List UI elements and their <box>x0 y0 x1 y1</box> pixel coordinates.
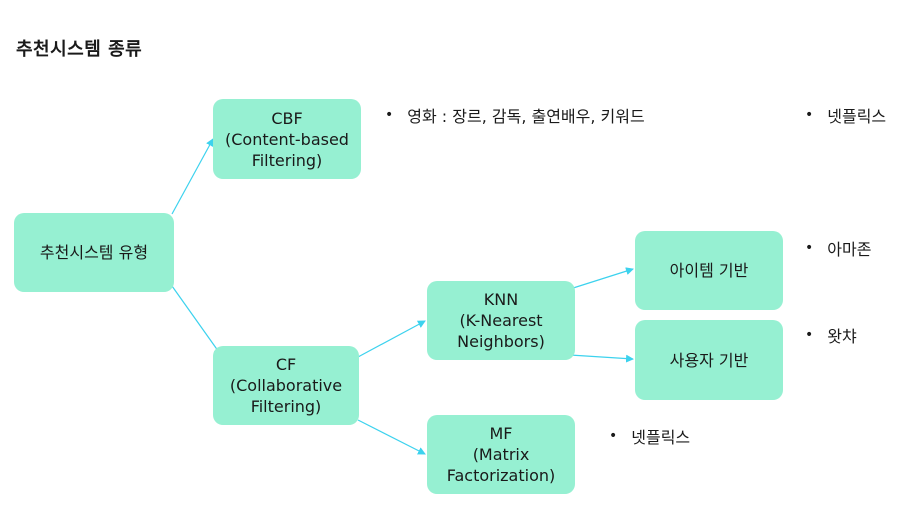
node-user-based-label: 사용자 기반 <box>669 350 749 370</box>
page-title: 추천시스템 종류 <box>16 39 143 60</box>
note-watcha: • 왓챠 <box>805 323 857 347</box>
arrow-knn-to-user <box>569 354 634 363</box>
arrow-cf-to-mf <box>357 419 426 455</box>
node-cf-line2: (Collaborative <box>229 376 343 395</box>
node-mf-line1: MF <box>489 424 513 443</box>
note-netflix-mf-text: 넷플릭스 <box>631 428 691 447</box>
note-amazon-text: 아마존 <box>827 240 872 259</box>
bullet-icon: • <box>385 107 394 123</box>
node-knn: KNN (K-Nearest Neighbors) <box>427 281 575 360</box>
note-watcha-text: 왓챠 <box>827 327 857 346</box>
node-mf: MF (Matrix Factorization) <box>427 415 575 494</box>
node-mf-line3: Factorization) <box>446 466 556 485</box>
node-user-based: 사용자 기반 <box>635 320 783 400</box>
node-cbf-line1: CBF <box>271 108 303 128</box>
note-cbf-description: • 영화 : 장르, 감독, 출연배우, 키워드 <box>385 103 645 127</box>
arrow-root-to-cbf <box>171 138 214 215</box>
node-cbf-line3: Filtering) <box>251 150 323 170</box>
node-cf: CF (Collaborative Filtering) <box>213 346 359 425</box>
note-netflix-mf: • 넷플릭스 <box>609 424 690 448</box>
bullet-icon: • <box>805 240 814 256</box>
node-mf-line2: (Matrix <box>472 445 530 464</box>
note-amazon: • 아마존 <box>805 236 871 260</box>
arrow-cf-to-knn <box>357 320 426 358</box>
node-root-label: 추천시스템 유형 <box>39 243 149 262</box>
node-root: 추천시스템 유형 <box>14 213 174 292</box>
node-cf-line1: CF <box>275 355 297 374</box>
node-item-based: 아이템 기반 <box>635 231 783 310</box>
bullet-icon: • <box>805 327 814 343</box>
node-knn-line1: KNN <box>483 290 519 309</box>
node-item-based-label: 아이템 기반 <box>669 261 749 280</box>
arrow-root-to-cf <box>171 285 222 356</box>
note-netflix-cbf-text: 넷플릭스 <box>827 107 887 126</box>
node-knn-line3: Neighbors) <box>457 332 545 351</box>
note-netflix-cbf: • 넷플릭스 <box>805 103 886 127</box>
bullet-icon: • <box>805 107 814 123</box>
note-cbf-description-text: 영화 : 장르, 감독, 출연배우, 키워드 <box>407 107 645 126</box>
bullet-icon: • <box>609 428 618 444</box>
node-cbf-line2: (Content-based <box>225 129 349 149</box>
node-knn-line2: (K-Nearest <box>459 311 543 330</box>
arrow-knn-to-item <box>569 267 634 290</box>
node-cf-line3: Filtering) <box>250 397 322 416</box>
node-cbf: CBF (Content-based Filtering) <box>213 99 361 179</box>
